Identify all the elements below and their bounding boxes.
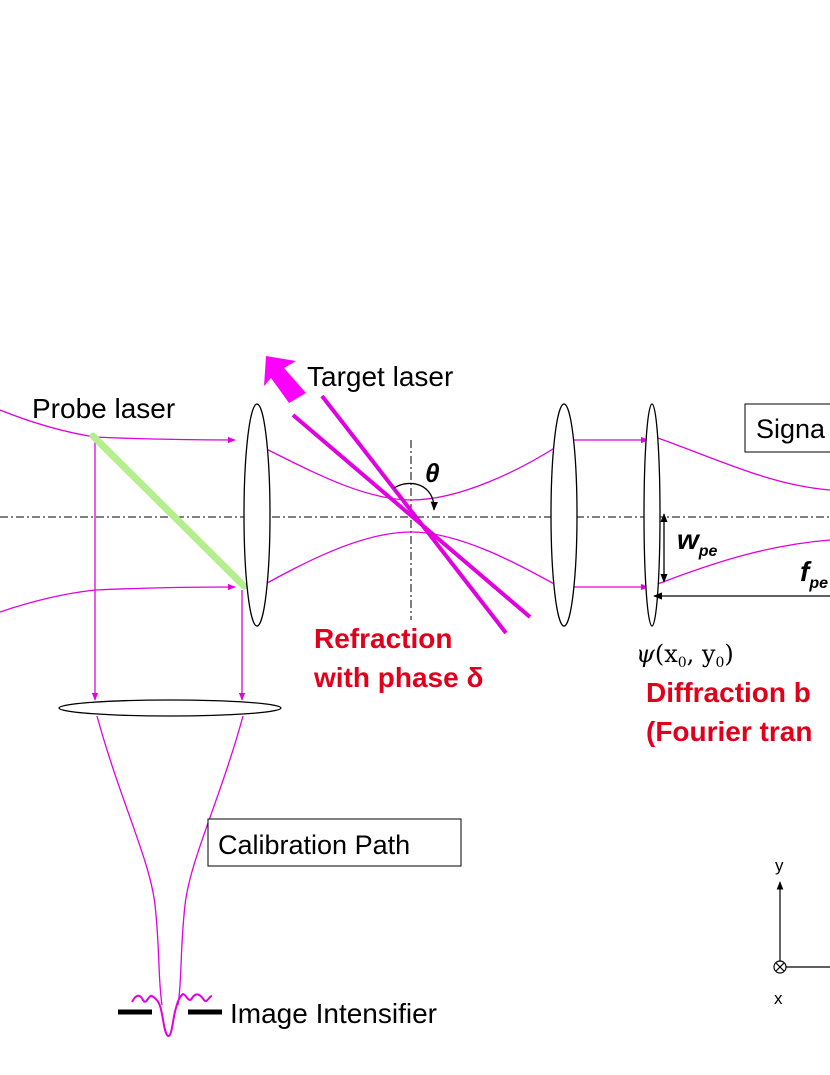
image-intensifier-label: Image Intensifier [230,998,437,1029]
probe-laser-label: Probe laser [32,393,175,424]
axis-x-label: x [774,989,783,1008]
theta-label: θ [425,458,440,488]
calibration-beam [96,715,244,1006]
signal-box [744,403,830,453]
interference-pattern [131,992,213,1038]
calibration-lens [58,699,282,717]
focusing-beam [257,444,557,589]
probe-beam [0,409,246,701]
f-pe-label: fpe [800,556,828,592]
theta-arc [393,482,438,511]
target-laser-label: Target laser [307,361,453,392]
diffraction-beam [654,436,830,586]
refraction-label-line1: Refraction [314,623,452,654]
target-laser-beam [264,356,532,635]
target-laser-arrow [264,356,306,403]
beam-splitter [89,432,248,590]
diffraction-label-line1: Diffraction b [646,677,811,708]
lens-2 [550,403,578,627]
refraction-label-line2: with phase δ [313,662,483,693]
calibration-path-label: Calibration Path [218,830,410,860]
w-pe-label: wpe [677,524,718,560]
calibration-path-box [207,818,462,867]
signal-label: Signa [756,414,826,444]
lens-3 [643,403,661,627]
diffraction-label-line2: (Fourier tran [646,716,812,747]
lens-1 [243,403,271,627]
axis-y-label: y [775,856,784,875]
psi-label: ψ(x0, y0) [636,640,734,671]
image-intensifier [118,992,222,1038]
coordinate-axes: y x [773,856,830,1008]
collimated-beam [572,436,649,591]
